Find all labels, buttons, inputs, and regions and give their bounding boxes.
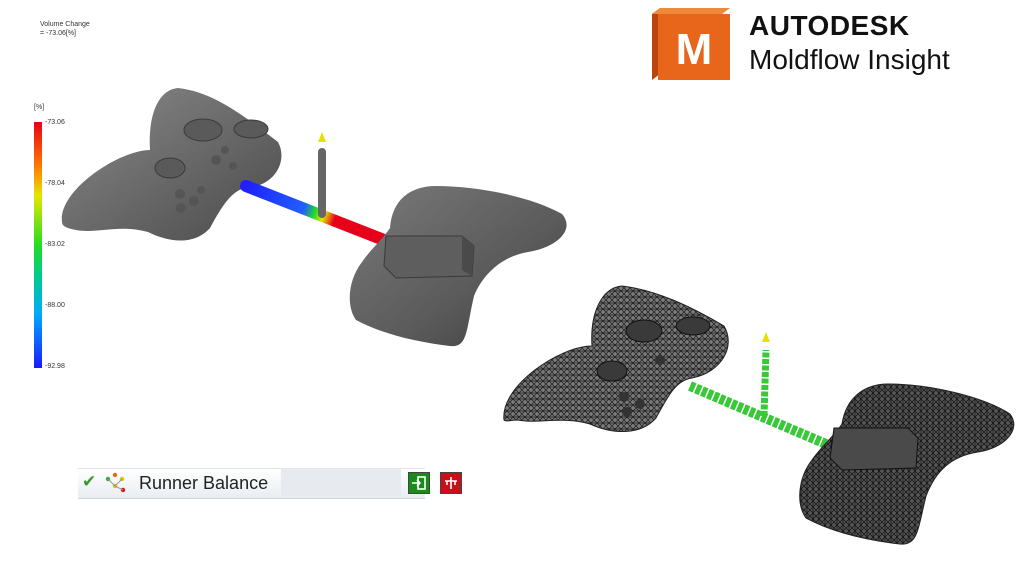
runner-balance-icon [105, 472, 126, 493]
injection-point-icon [762, 332, 770, 342]
legend-unit: [%] [34, 104, 45, 111]
logo-letter: M [676, 25, 713, 74]
controller-front-mesh[interactable] [503, 285, 729, 433]
runner-balance-toolbar: ✔ Runner Balance [78, 468, 462, 499]
legend-tick: -83.02 [45, 241, 65, 248]
autodesk-logo: M AUTODESK Moldflow Insight [652, 8, 1022, 88]
cancel-button[interactable] [440, 472, 462, 494]
result-header: Volume Change = -73.06[%] [40, 20, 90, 38]
controller-back-mesh[interactable] [799, 383, 1015, 545]
legend-tick-min: -92.98 [45, 363, 65, 370]
logo-product-text: Moldflow Insight [749, 44, 950, 75]
controller-front-shaded[interactable] [61, 88, 282, 241]
result-value: = -73.06[%] [40, 30, 76, 37]
color-legend: [%] -73.06 -78.04 -83.02 -88.00 -92.98 [34, 100, 94, 380]
toolbar-button-group [281, 469, 401, 497]
legend-color-bar [34, 122, 42, 368]
legend-tick: -88.00 [45, 302, 65, 309]
toolbar-label: Runner Balance [139, 473, 269, 493]
runner-beam-mesh[interactable] [688, 332, 828, 449]
accept-icon [412, 476, 426, 490]
runner-result-plot[interactable] [240, 132, 390, 246]
accept-button[interactable] [408, 472, 430, 494]
controller-back-shaded[interactable] [349, 186, 567, 347]
check-icon: ✔ [82, 472, 97, 491]
result-title: Volume Change [40, 21, 90, 28]
logo-brand-text: AUTODESK [749, 10, 910, 41]
cancel-icon [445, 477, 457, 489]
moldflow-logo-icon: M [652, 8, 730, 80]
legend-tick: -78.04 [45, 180, 65, 187]
injection-point-icon [318, 132, 326, 142]
legend-tick-max: -73.06 [45, 119, 65, 126]
